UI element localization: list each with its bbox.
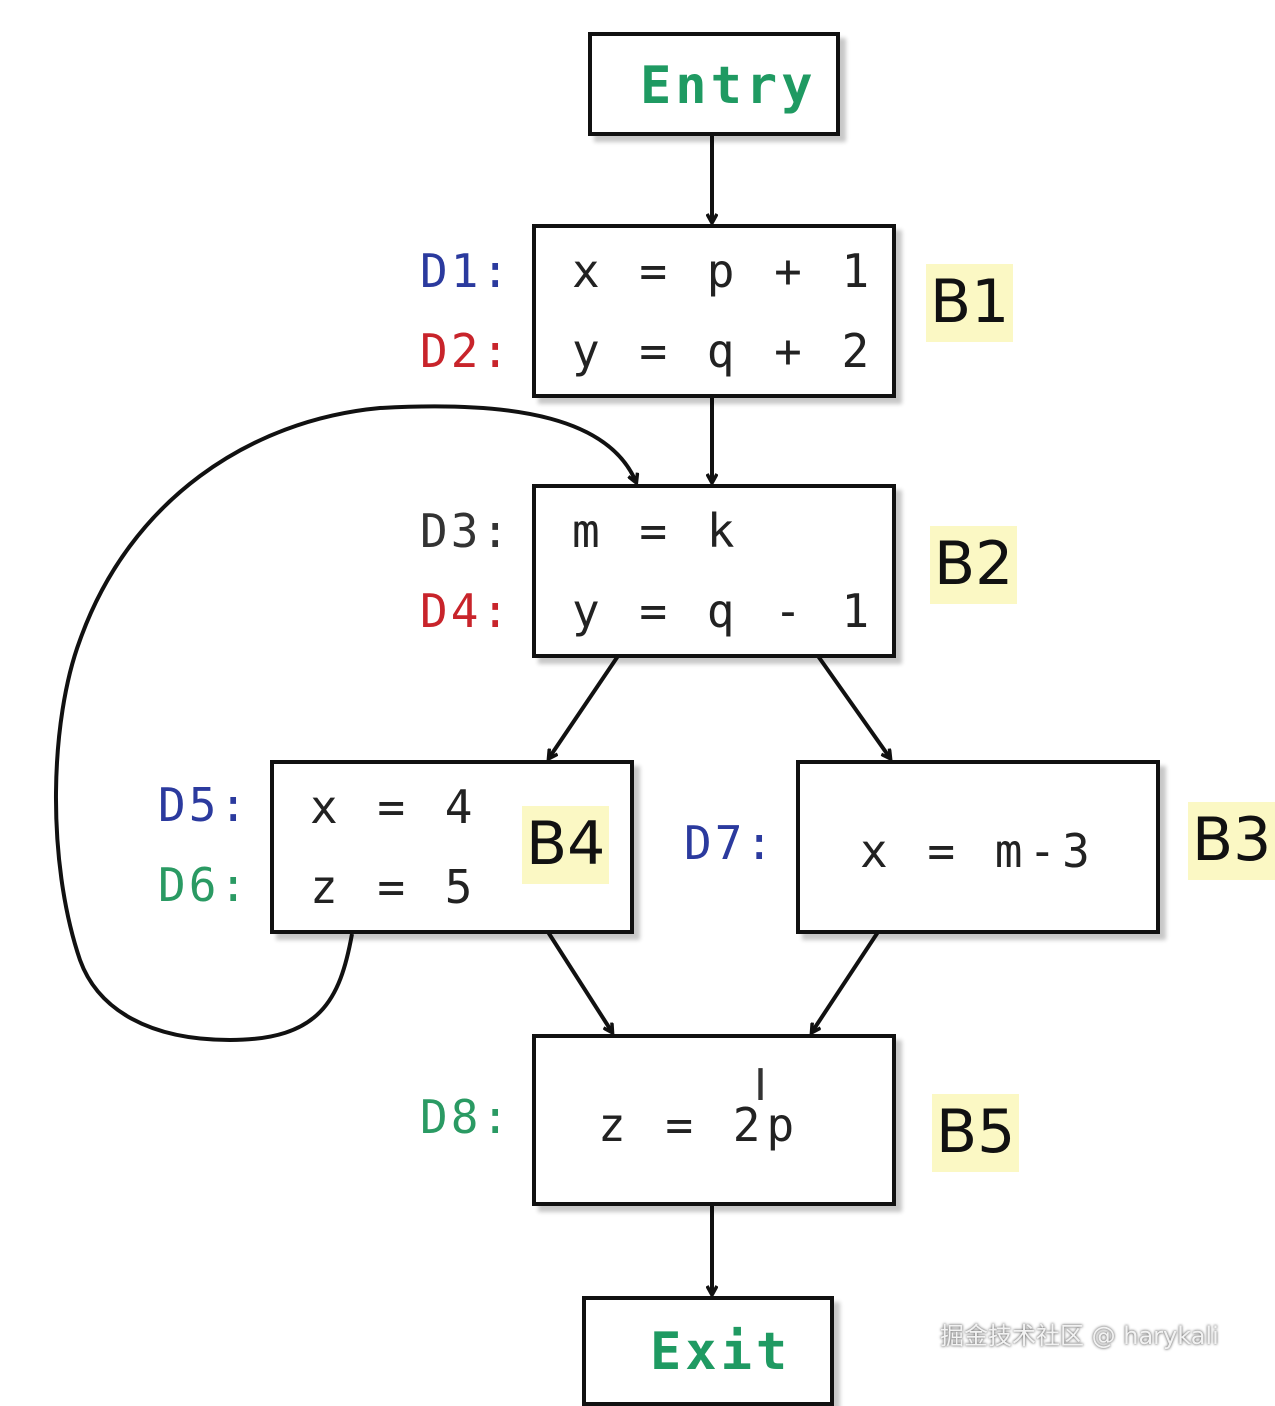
stmt-d3: m = k: [572, 504, 741, 558]
def-d7-label: D7:: [684, 816, 777, 870]
block-b2-name: B2: [930, 526, 1018, 604]
block-b2: m = k y = q - 1: [532, 484, 896, 658]
cfg-edges: [53, 134, 1256, 1380]
stmt-d5: x = 4: [310, 780, 479, 834]
edge-b2-b4: [549, 654, 620, 758]
block-b3-name: B3: [1188, 802, 1275, 880]
exit-label: Exit: [650, 1322, 792, 1382]
stmt-d1: x = p + 1: [572, 244, 876, 298]
exit-node: Exit: [582, 1296, 834, 1406]
stmt-d7: x = m-3: [860, 824, 1096, 878]
edge-b2-b3: [816, 654, 890, 758]
watermark: 掘金技术社区 @ harykali: [940, 1322, 1219, 1350]
block-b1: x = p + 1 y = q + 2: [532, 224, 896, 398]
block-b3: x = m-3: [796, 760, 1160, 934]
entry-node: Entry: [588, 32, 840, 136]
edge-b4-b2-loop: [53, 404, 636, 1043]
entry-label: Entry: [640, 56, 817, 116]
block-b4: x = 4 z = 5 B4: [270, 760, 634, 934]
stmt-d6: z = 5: [310, 860, 479, 914]
stmt-d4: y = q - 1: [572, 584, 876, 638]
block-b4-name: B4: [522, 806, 610, 884]
def-d8-label: D8:: [420, 1090, 513, 1144]
block-b5-name: B5: [932, 1094, 1020, 1172]
def-d1-label: D1:: [420, 244, 513, 298]
def-d6-label: D6:: [158, 858, 251, 912]
def-d5-label: D5:: [158, 778, 251, 832]
block-b5: z = 2p: [532, 1034, 896, 1206]
block-b1-name: B1: [926, 264, 1014, 342]
def-d2-label: D2:: [420, 324, 513, 378]
def-d4-label: D4:: [420, 584, 513, 638]
stmt-d8: z = 2p: [598, 1098, 801, 1152]
edge-b3-b5: [812, 930, 880, 1032]
text-cursor-icon: I: [754, 1060, 767, 1111]
def-d3-label: D3:: [420, 504, 513, 558]
edge-b4-b5: [546, 930, 612, 1032]
stmt-d2: y = q + 2: [572, 324, 876, 378]
